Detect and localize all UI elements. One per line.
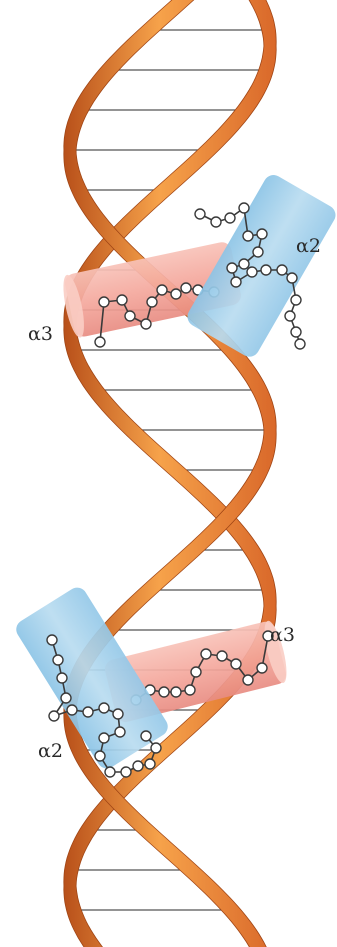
label-alpha3-upper: α3 [28,323,53,345]
dna-strands [64,0,276,947]
dna-strand-back [64,0,276,947]
label-alpha2-lower: α2 [38,740,63,762]
label-alpha2-upper: α2 [296,235,321,257]
label-alpha3-lower: α3 [270,624,295,646]
